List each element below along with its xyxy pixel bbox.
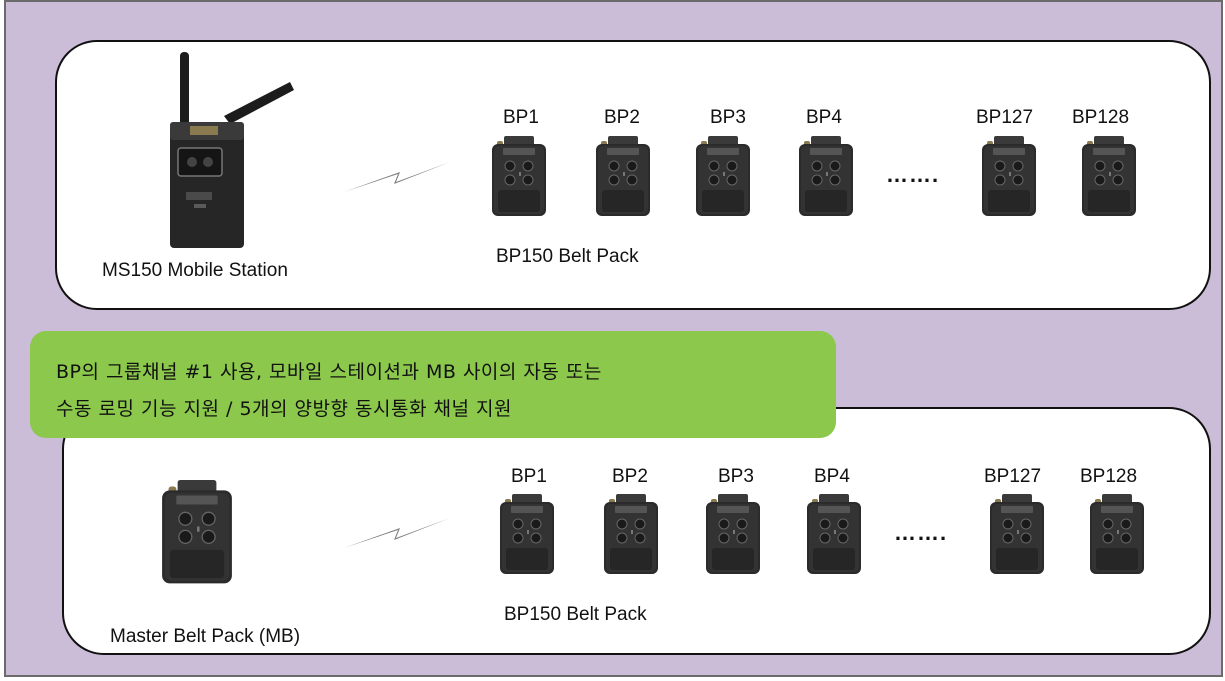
pack-label: BP3: [718, 466, 754, 487]
wireless-link-icon: [342, 160, 452, 194]
pack-label: BP4: [814, 466, 850, 487]
ellipsis: …….: [886, 162, 940, 187]
beltpack-group-label: BP150 Belt Pack: [496, 246, 639, 267]
ellipsis: …….: [894, 520, 948, 545]
pack-label: BP4: [806, 107, 842, 128]
pack-label: BP127: [976, 107, 1034, 128]
callout-line-1: BP의 그룹채널 #1 사용, 모바일 스테이션과 MB 사이의 자동 또는: [56, 361, 602, 383]
master-label: Master Belt Pack (MB): [110, 626, 301, 647]
station-label: MS150 Mobile Station: [102, 260, 288, 281]
pack-label: BP127: [984, 466, 1042, 487]
belt-pack-icon: [986, 494, 1048, 576]
belt-pack-icon: [1086, 494, 1148, 576]
belt-pack-icon: [803, 494, 865, 576]
belt-pack-icon: [795, 136, 857, 218]
belt-pack-icon: [978, 136, 1040, 218]
pack-label: BP2: [604, 107, 640, 128]
beltpack-group-label: BP150 Belt Pack: [504, 604, 647, 625]
belt-pack-icon: [1078, 136, 1140, 218]
pack-label: BP128: [1080, 466, 1138, 487]
pack-label: BP1: [511, 466, 547, 487]
master-belt-pack-icon: [155, 480, 239, 586]
pack-label: BP128: [1072, 107, 1130, 128]
pack-label: BP1: [503, 107, 539, 128]
belt-pack-icon: [692, 136, 754, 218]
belt-pack-icon: [592, 136, 654, 218]
pack-label: BP2: [612, 466, 648, 487]
belt-pack-icon: [488, 136, 550, 218]
belt-pack-icon: [600, 494, 662, 576]
callout-line-2: 수동 로밍 기능 지원 / 5개의 양방향 동시통화 채널 지원: [56, 398, 512, 420]
wireless-link-icon: [342, 516, 452, 550]
mobile-station-icon: [160, 52, 300, 252]
feature-callout: BP의 그룹채널 #1 사용, 모바일 스테이션과 MB 사이의 자동 또는 수…: [30, 331, 836, 438]
pack-label: BP3: [710, 107, 746, 128]
belt-pack-icon: [496, 494, 558, 576]
belt-pack-icon: [702, 494, 764, 576]
